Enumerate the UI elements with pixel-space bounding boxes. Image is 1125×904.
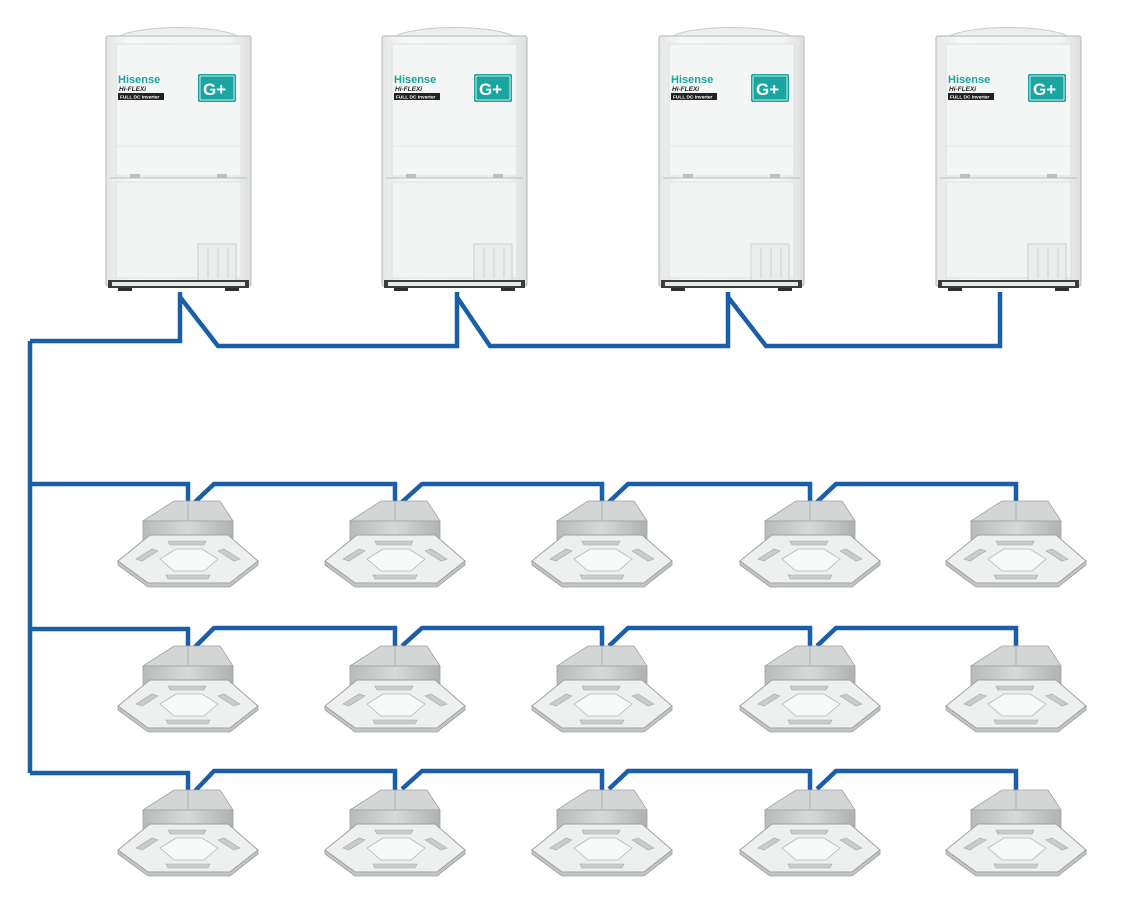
indoor-row-pipe-2 [30,625,1019,650]
inverter-label: FULL DC Inverter [120,95,159,101]
inverter-tag [394,93,440,100]
outdoor-unit-body [105,26,252,292]
ceiling-cassette-icon [117,789,259,877]
inverter-label: FULL DC Inverter [396,95,435,101]
ceiling-cassette-icon [739,645,881,733]
g-plus-badge [751,74,789,102]
indoor-row-pipe-1 [30,481,1019,506]
model-label: Hi-FLEXi [395,86,422,93]
model-label: Hi-FLEXi [672,86,699,93]
model-label: Hi-FLEXi [119,86,146,93]
badge-label: G+ [1033,80,1056,99]
ceiling-cassette-icon [117,500,259,588]
indoor-row-pipe-3 [30,768,1019,793]
outdoor-unit-body [935,26,1082,292]
ceiling-cassette-icon [739,789,881,877]
badge-label: G+ [203,80,226,99]
ceiling-cassette-icon [739,500,881,588]
indoor-units [117,500,1087,877]
ceiling-cassette-icon [531,645,673,733]
g-plus-badge [474,74,512,102]
inverter-tag [948,93,994,100]
refrigerant-pipes [27,292,1019,793]
badge-label: G+ [756,80,779,99]
ceiling-cassette-icon [945,645,1087,733]
inverter-tag [671,93,717,100]
brand-logo: Hisense [118,74,160,86]
outdoor-unit-body [381,26,528,292]
ceiling-cassette-icon [945,789,1087,877]
ceiling-cassette-icon [531,789,673,877]
ceiling-cassette-icon [324,500,466,588]
ceiling-cassette-icon [531,500,673,588]
ceiling-cassette-icon [117,645,259,733]
badge-label: G+ [479,80,502,99]
brand-logo: Hisense [394,74,436,86]
outdoor-header-pipe [30,292,1003,349]
ceiling-cassette-icon [324,645,466,733]
outdoor-unit-body [658,26,805,292]
ceiling-cassette-icon [945,500,1087,588]
model-label: Hi-FLEXi [949,86,976,93]
inverter-label: FULL DC Inverter [950,95,989,101]
inverter-tag [118,93,164,100]
g-plus-badge [198,74,236,102]
ceiling-cassette-icon [324,789,466,877]
g-plus-badge [1028,74,1066,102]
brand-logo: Hisense [671,74,713,86]
inverter-label: FULL DC Inverter [673,95,712,101]
brand-logo: Hisense [948,74,990,86]
